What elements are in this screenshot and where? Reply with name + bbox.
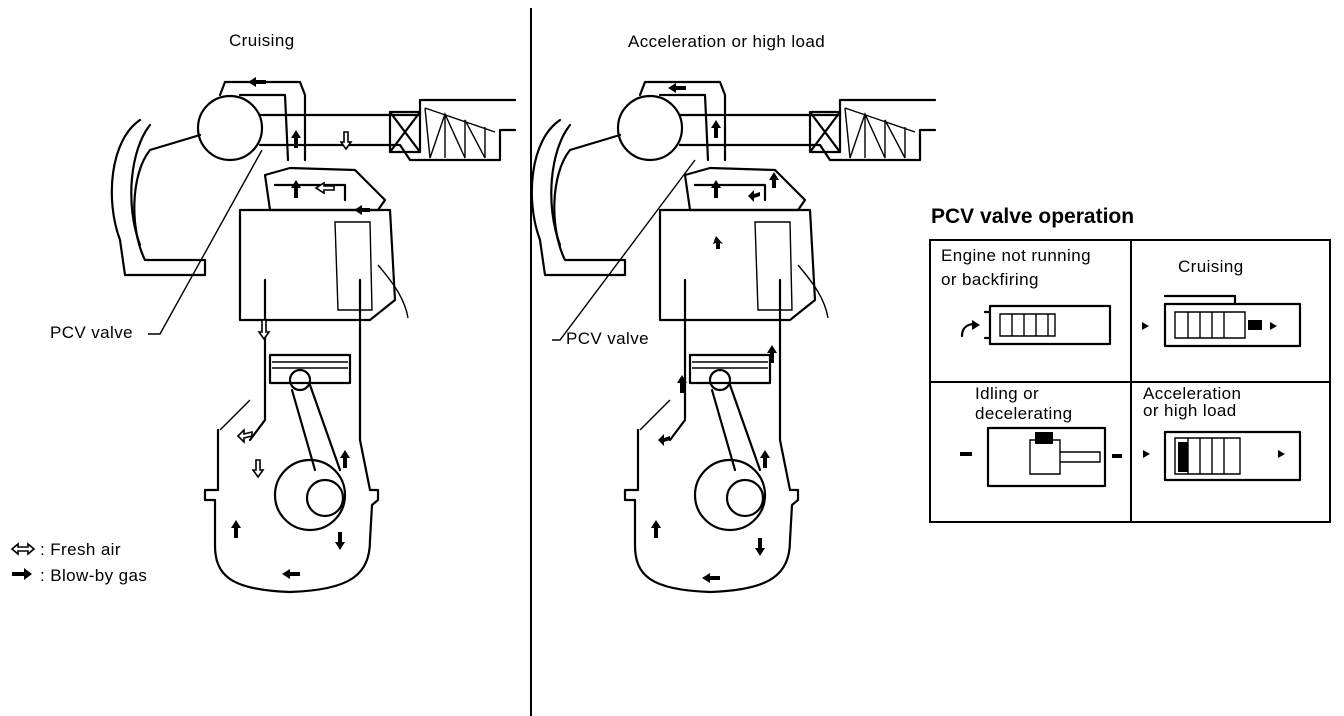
pcv-valve-label-left: PCV valve (50, 323, 133, 342)
valve-idling-icon (960, 426, 1122, 488)
solid-arrow-icon (713, 236, 723, 249)
solid-arrow-icon (231, 520, 241, 538)
pcv-leader-line (148, 149, 263, 335)
solid-arrow-icon (340, 450, 350, 468)
solid-arrow-icon (335, 532, 345, 550)
legend-blow-by-gas: : Blow-by gas (40, 566, 148, 585)
hollow-arrow-icon (339, 131, 353, 151)
cell-acceleration-line2: or high load (1143, 401, 1237, 420)
engine-acceleration (530, 80, 937, 594)
hollow-arrow-icon (236, 428, 253, 444)
hollow-arrow-icon (10, 542, 36, 556)
cell-idling-line1: Idling or (975, 384, 1040, 403)
solid-arrow-icon (291, 130, 301, 148)
solid-arrow-icon (769, 172, 779, 188)
cell-engine-off-line2: or backfiring (941, 270, 1039, 289)
pcv-operation-title: PCV valve operation (931, 205, 1135, 228)
solid-arrow-icon (748, 190, 760, 202)
solid-arrow-icon (354, 205, 370, 215)
solid-arrow-icon (282, 569, 300, 579)
cell-cruising-label: Cruising (1178, 257, 1244, 276)
valve-engine-off-icon (960, 304, 1112, 346)
solid-arrow-icon (711, 180, 721, 198)
solid-arrow-icon (767, 345, 777, 363)
solid-arrow-icon (651, 520, 661, 538)
valve-cruising-icon (1142, 294, 1302, 348)
engine-cruising (110, 77, 517, 594)
solid-arrow-icon (755, 538, 765, 556)
solid-arrow-icon (291, 180, 301, 198)
pcv-valve-label-right: PCV valve (566, 329, 649, 348)
solid-arrow-icon (658, 434, 670, 446)
solid-arrow-icon (248, 77, 266, 87)
cruising-panel-title: Cruising (229, 31, 295, 50)
solid-arrow-icon (702, 573, 720, 583)
acceleration-panel-title: Acceleration or high load (628, 32, 826, 51)
solid-arrow-icon (12, 568, 32, 580)
cell-engine-off-line1: Engine not running (941, 246, 1091, 265)
solid-arrow-icon (677, 375, 687, 393)
hollow-arrow-icon (314, 181, 335, 195)
solid-arrow-icon (668, 83, 686, 93)
valve-acceleration-icon (1143, 430, 1302, 482)
solid-arrow-icon (760, 450, 770, 468)
cell-acceleration-line1: Acceleration (1143, 384, 1242, 403)
pcv-operation-grid (929, 239, 1331, 523)
pcv-leader-line (552, 159, 696, 341)
solid-arrow-icon (711, 120, 721, 138)
legend-fresh-air: : Fresh air (40, 540, 121, 559)
hollow-arrow-icon (257, 319, 271, 341)
cell-idling-line2: decelerating (975, 404, 1073, 423)
hollow-arrow-icon (251, 459, 265, 479)
